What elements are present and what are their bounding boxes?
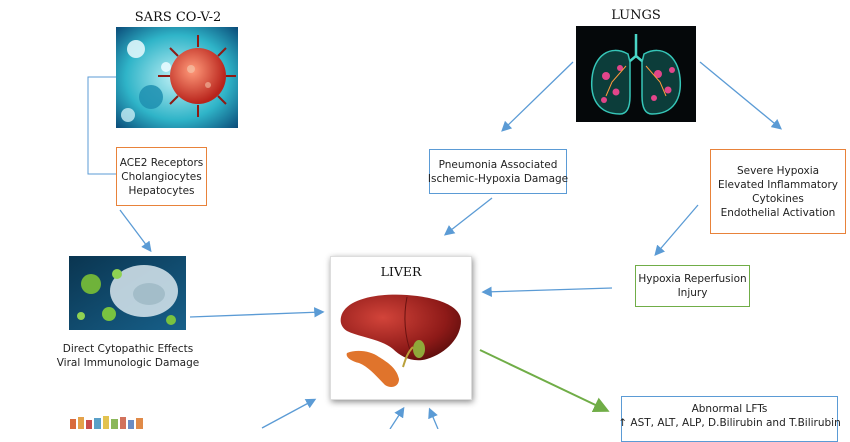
pneumonia-line-2: Ischemic-Hypoxia Damage bbox=[427, 172, 569, 185]
arrow-pneumonia-to-liver bbox=[443, 197, 493, 236]
arrow-cytopathic-to-liver bbox=[189, 307, 325, 318]
arrow-reperfusion-to-liver bbox=[481, 286, 613, 297]
pneumonia-line-1: Pneumonia Associated bbox=[438, 158, 558, 171]
lfts-line-2: ↑ AST, ALT, ALP, D.Bilirubin and T.Bilir… bbox=[618, 417, 841, 429]
lungs-image bbox=[576, 26, 696, 122]
receptors-box: ACE2 Receptors Cholangiocytes Hepatocyte… bbox=[116, 147, 207, 206]
abnormal-lfts-box: Abnormal LFTs ↑ AST, ALT, ALP, D.Bilirub… bbox=[618, 396, 841, 442]
receptors-line-2: Cholangiocytes bbox=[121, 170, 202, 183]
bracket-line bbox=[87, 76, 116, 175]
lfts-line-1: Abnormal LFTs bbox=[691, 403, 768, 415]
receptors-line-1: ACE2 Receptors bbox=[119, 156, 204, 169]
arrow-lungs-to-pneumonia bbox=[501, 61, 574, 132]
arrow-lungs-to-hypoxia bbox=[699, 61, 783, 130]
reperfusion-line-2: Injury bbox=[677, 287, 708, 299]
virus-image bbox=[116, 27, 238, 128]
connector-arrows bbox=[87, 61, 783, 429]
sars-title: SARS CO-V-2 bbox=[134, 10, 222, 25]
cytopathic-line-1: Direct Cytopathic Effects bbox=[62, 343, 194, 355]
arrow-liver-to-lfts bbox=[479, 349, 610, 413]
hypoxia-box: Severe Hypoxia Elevated Inflammatory Cyt… bbox=[710, 149, 846, 234]
cytopathic-line-2: Viral Immunologic Damage bbox=[56, 357, 200, 369]
cytopathic-image bbox=[69, 256, 186, 330]
reperfusion-box: Hypoxia Reperfusion Injury bbox=[635, 265, 750, 307]
arrow-bottom-mid bbox=[389, 406, 405, 429]
hypoxia-line-3: Cytokines bbox=[752, 192, 804, 205]
pneumonia-box: Pneumonia Associated Ischemic-Hypoxia Da… bbox=[427, 149, 569, 194]
arrow-receptors-to-cytopathic bbox=[119, 209, 152, 253]
hypoxia-line-1: Severe Hypoxia bbox=[736, 164, 820, 177]
medication-image bbox=[68, 413, 148, 429]
liver-title: LIVER bbox=[380, 264, 422, 279]
hypoxia-line-4: Endothelial Activation bbox=[720, 206, 836, 219]
liver-image bbox=[340, 294, 461, 387]
arrow-bottom-left bbox=[261, 398, 317, 429]
arrow-hypoxia-to-reperfusion bbox=[654, 204, 699, 256]
lungs-title: LUNGS bbox=[611, 8, 661, 23]
reperfusion-line-1: Hypoxia Reperfusion bbox=[638, 273, 747, 285]
cytopathic-caption: Direct Cytopathic Effects Viral Immunolo… bbox=[48, 342, 208, 370]
arrow-bottom-right bbox=[428, 407, 439, 429]
hypoxia-line-2: Elevated Inflammatory bbox=[717, 178, 838, 191]
liver-card: LIVER bbox=[330, 256, 472, 400]
receptors-line-3: Hepatocytes bbox=[128, 184, 195, 197]
